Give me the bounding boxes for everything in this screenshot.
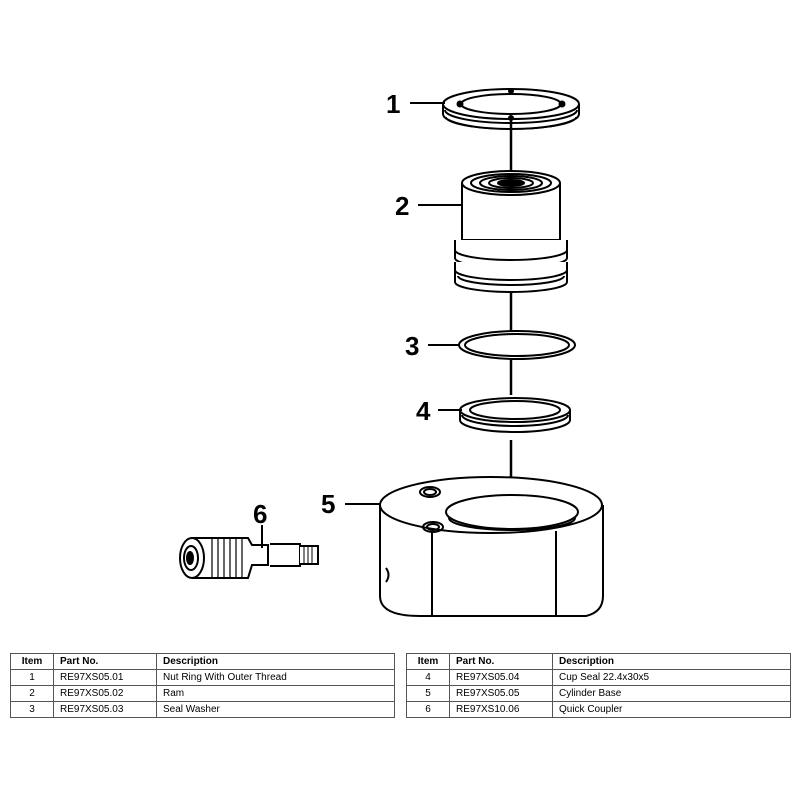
cell-description: Cylinder Base [552,685,791,702]
parts-table-left: Item Part No. Description 1 RE97XS05.01 … [10,653,395,718]
callout-4: 4 [416,396,431,426]
callout-3: 3 [405,331,419,361]
cell-description: Ram [156,685,395,702]
cell-item: 1 [10,669,54,686]
table-row: 2 RE97XS05.02 Ram [10,685,395,702]
cell-description: Quick Coupler [552,701,791,718]
header-item: Item [10,653,54,670]
cell-item: 3 [10,701,54,718]
part-6-quick-coupler [179,537,319,579]
table-row: 1 RE97XS05.01 Nut Ring With Outer Thread [10,669,395,686]
table-header-row: Item Part No. Description [406,653,791,670]
cell-item: 6 [406,701,450,718]
part-5-cylinder-base [379,476,604,617]
part-3-seal-washer [458,330,576,360]
table-row: 4 RE97XS05.04 Cup Seal 22.4x30x5 [406,669,791,686]
cell-part-no: RE97XS05.01 [53,669,157,686]
part-2-ram [454,170,568,293]
leader-lines [261,102,462,548]
table-row: 5 RE97XS05.05 Cylinder Base [406,685,791,702]
cell-description: Nut Ring With Outer Thread [156,669,395,686]
cell-description: Seal Washer [156,701,395,718]
cell-item: 4 [406,669,450,686]
header-description: Description [552,653,791,670]
cell-part-no: RE97XS05.05 [449,685,553,702]
header-item: Item [406,653,450,670]
header-description: Description [156,653,395,670]
cell-item: 5 [406,685,450,702]
cell-part-no: RE97XS10.06 [449,701,553,718]
parts-table-right: Item Part No. Description 4 RE97XS05.04 … [406,653,791,718]
callout-2: 2 [395,191,409,221]
header-part-no: Part No. [449,653,553,670]
table-row: 3 RE97XS05.03 Seal Washer [10,701,395,718]
header-part-no: Part No. [53,653,157,670]
table-header-row: Item Part No. Description [10,653,395,670]
cell-part-no: RE97XS05.03 [53,701,157,718]
callout-6: 6 [253,499,267,529]
callout-1: 1 [386,89,400,119]
table-row: 6 RE97XS10.06 Quick Coupler [406,701,791,718]
cell-item: 2 [10,685,54,702]
cell-part-no: RE97XS05.02 [53,685,157,702]
exploded-parts-diagram: 1 2 3 4 5 6 [179,88,604,617]
part-4-cup-seal [459,397,571,433]
callout-5: 5 [321,489,335,519]
part-1-nut-ring [442,88,580,130]
cell-part-no: RE97XS05.04 [449,669,553,686]
cell-description: Cup Seal 22.4x30x5 [552,669,791,686]
